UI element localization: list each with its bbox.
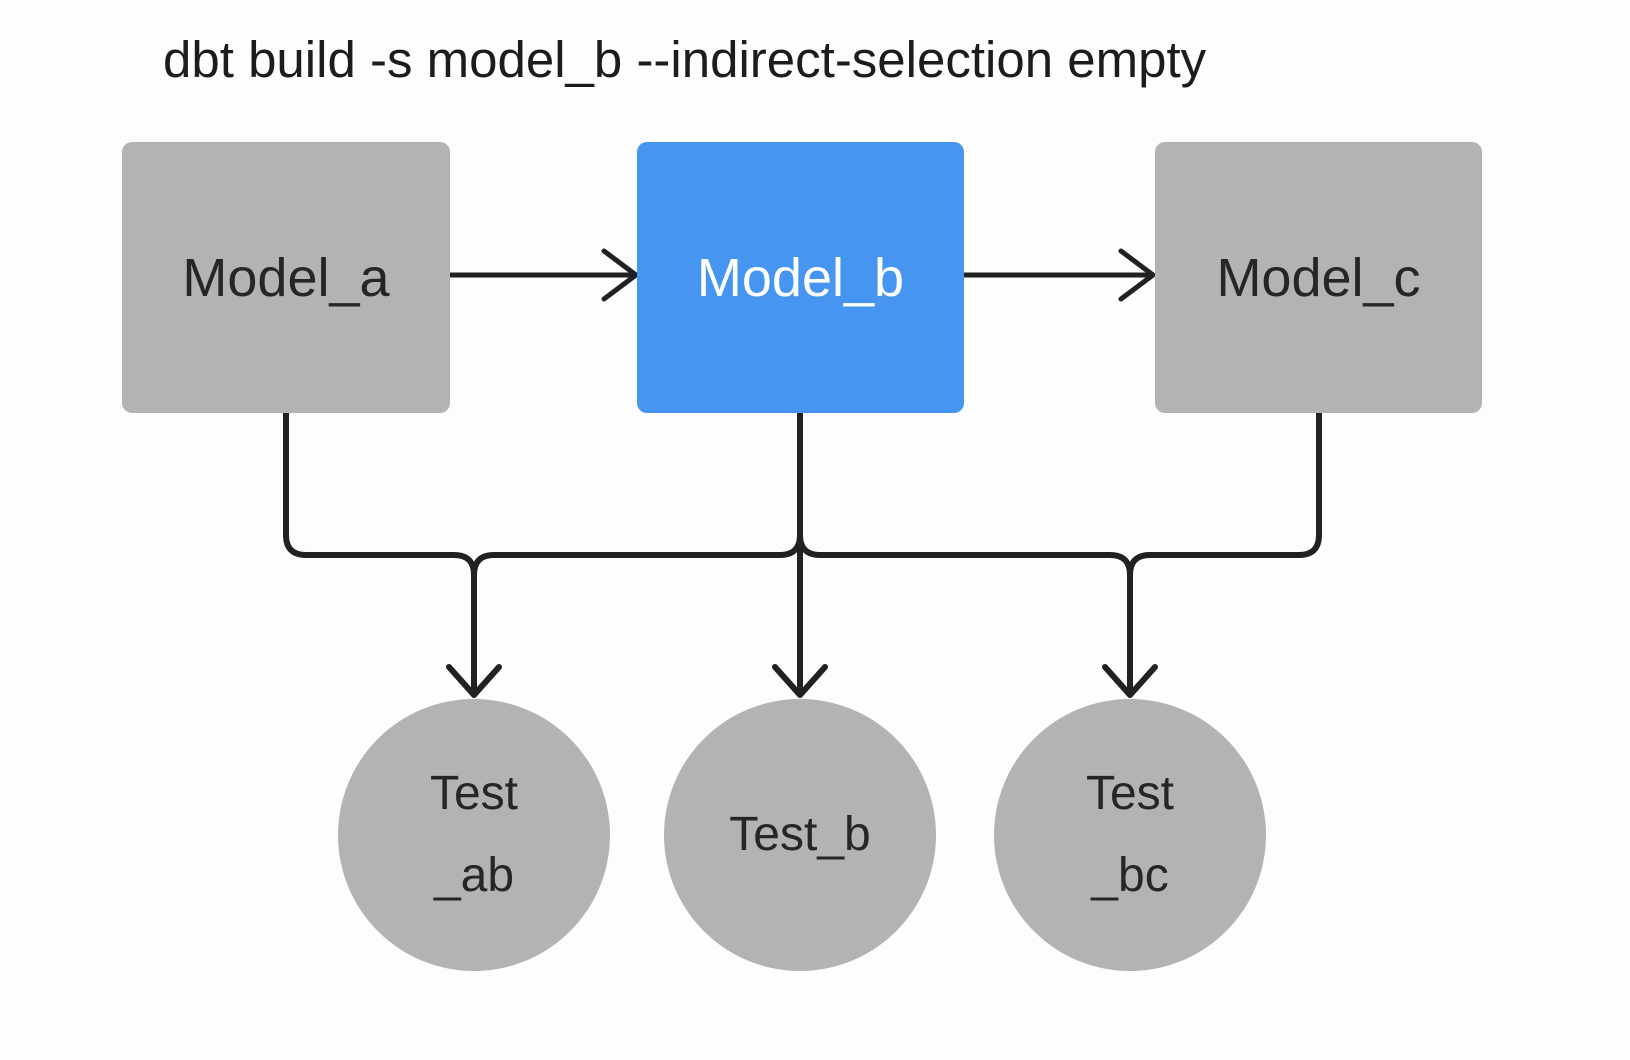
node-label: Model_a (182, 247, 390, 308)
arrowhead-test_bc (1102, 664, 1158, 698)
node-label-line2: _bc (1091, 849, 1169, 902)
arrowhead-icon (446, 664, 502, 698)
node-label: Model_b (696, 247, 905, 308)
node-test-b: Test_b (664, 699, 936, 971)
edge-model_a-model_b (447, 248, 639, 302)
arrowhead-test_ab (446, 664, 502, 698)
edge-model_c-test_bc (1127, 410, 1322, 691)
edge-line (797, 532, 1133, 691)
node-model-b: Model_b (637, 142, 964, 413)
node-test-ab: Test _ab (338, 699, 610, 971)
diagram-title: dbt build -s model_b --indirect-selectio… (163, 31, 1207, 88)
node-label-line2: _ab (433, 849, 515, 902)
node-label-line1: Test (1085, 767, 1175, 820)
node-test-bc: Test _bc (994, 699, 1266, 971)
edge-model_a-test_ab (283, 410, 477, 691)
node-model-a: Model_a (122, 142, 450, 413)
node-label: Model_c (1216, 247, 1421, 308)
edge-line (471, 532, 803, 691)
edge-model_b-model_c (961, 248, 1156, 302)
edge-line (1127, 410, 1322, 691)
edge-model_b-test_ab (471, 532, 803, 691)
node-label-line1: Test (429, 767, 519, 820)
node-model-c: Model_c (1155, 142, 1482, 413)
arrowhead-test_b (772, 664, 828, 698)
arrowhead-icon (772, 664, 828, 698)
arrowhead-icon (1102, 664, 1158, 698)
arrowhead-icon (601, 248, 639, 302)
edge-model_b-test_bc (797, 532, 1133, 691)
edge-line (283, 410, 477, 691)
arrowhead-icon (1118, 248, 1156, 302)
node-label-line1: Test_b (729, 808, 871, 861)
